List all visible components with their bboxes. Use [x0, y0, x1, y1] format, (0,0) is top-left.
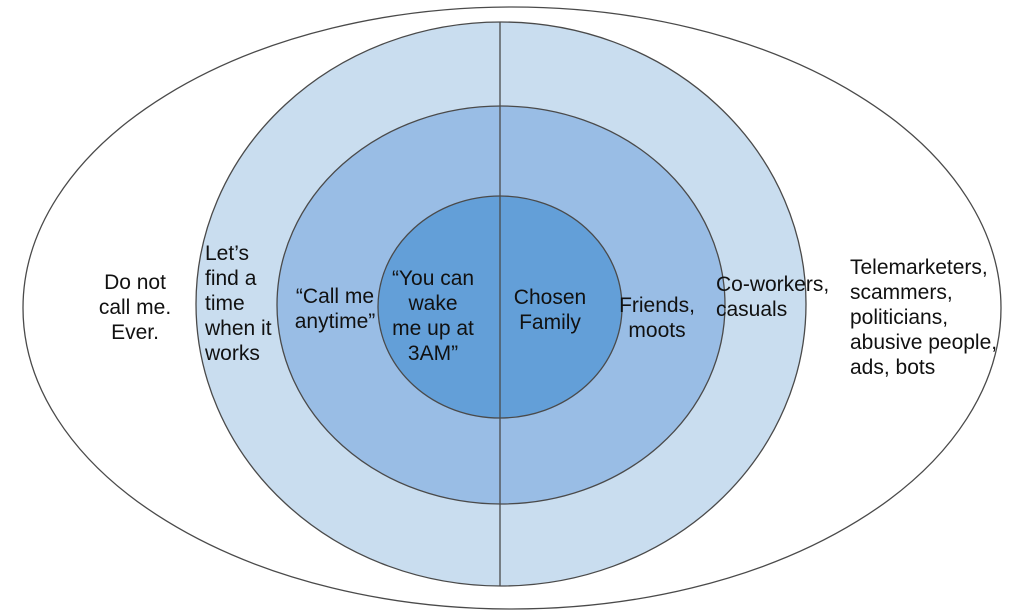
outer-left-label: Do not call me. Ever. [98, 271, 172, 344]
ring3-left-label: “Call me anytime” [294, 285, 376, 333]
ring2-left-label: Let’s find a time when it works [205, 242, 272, 365]
core-right-label: Chosen Family [513, 286, 587, 334]
outer-right-label: Telemarketers, scammers, politicians, ab… [850, 256, 998, 379]
core-left-label: “You can wake me up at 3AM” [391, 267, 475, 365]
ring2-right-label: Co-workers, casuals [716, 273, 830, 321]
ring3-right-label: Friends, moots [619, 294, 695, 342]
